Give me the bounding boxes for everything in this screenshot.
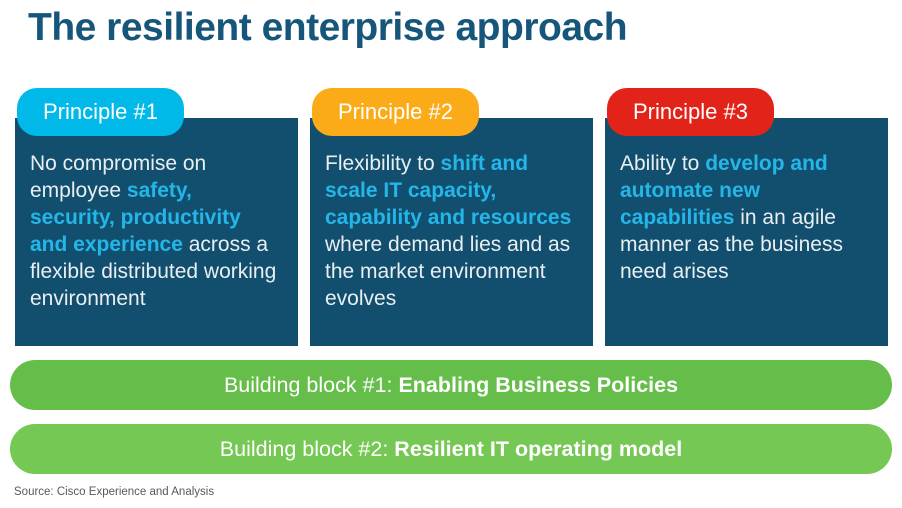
building-block-1-emphasis: Enabling Business Policies (398, 372, 679, 397)
principle-2-text: Flexibility to shift and scale IT capaci… (310, 118, 593, 312)
body-text: Flexibility to (325, 152, 441, 175)
principle-2-pill: Principle #2 (312, 88, 479, 136)
highlighted-text: shift and scale IT capacity, capability … (325, 152, 572, 229)
principle-3-text: Ability to develop and automate new capa… (605, 118, 888, 285)
highlighted-text: safety, security, productivity and exper… (30, 179, 241, 256)
source-note: Source: Cisco Experience and Analysis (14, 486, 215, 498)
building-block-2-bar: Building block #2: Resilient IT operatin… (10, 424, 892, 474)
body-text: where demand lies and as the market envi… (325, 233, 571, 310)
building-block-1-prefix: Building block #1: (223, 372, 399, 397)
body-text: in an agile manner as the business need … (620, 206, 843, 283)
body-text: Ability to (620, 152, 706, 175)
highlighted-text: develop and automate new capabilities (620, 152, 828, 229)
page-title: The resilient enterprise approach (28, 6, 628, 49)
body-text: across a flexible distributed working en… (30, 233, 277, 310)
principle-1-label: Principle #1 (43, 99, 158, 124)
building-block-2-prefix: Building block #2: (219, 436, 395, 461)
body-text: No compromise on employee (30, 152, 207, 202)
building-block-1-bar: Building block #1: Enabling Business Pol… (10, 360, 892, 410)
principle-2-label: Principle #2 (338, 99, 453, 124)
principle-card-2: Principle #2 Flexibility to shift and sc… (310, 88, 593, 346)
building-block-2-emphasis: Resilient IT operating model (394, 436, 683, 461)
principle-3-pill: Principle #3 (607, 88, 774, 136)
principle-1-pill: Principle #1 (17, 88, 184, 136)
principle-1-text: No compromise on employee safety, securi… (15, 118, 298, 312)
principle-card-1: Principle #1 No compromise on employee s… (15, 88, 298, 346)
principle-card-3: Principle #3 Ability to develop and auto… (605, 88, 888, 346)
principle-3-label: Principle #3 (633, 99, 748, 124)
